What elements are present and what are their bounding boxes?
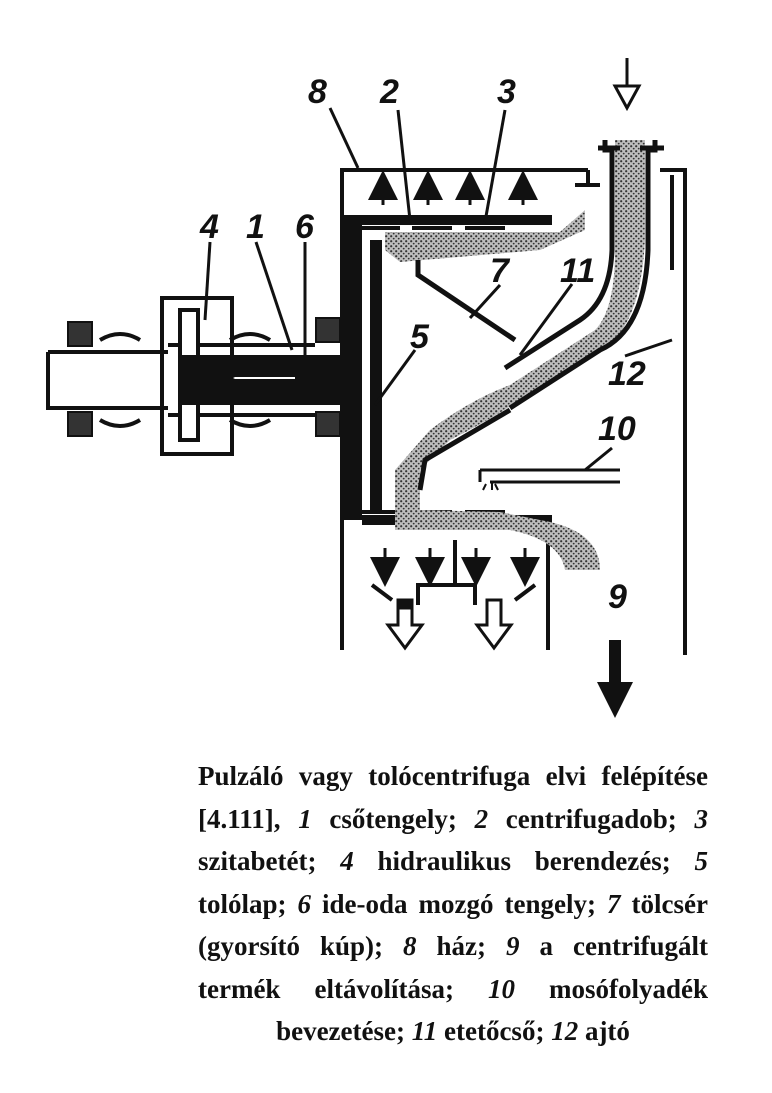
caption-items: 1 csőtengely; 2 centrifugadob; 3 szitabe… [198,804,708,1047]
funnel [415,260,517,491]
caption-text-8: ház; [416,931,507,961]
outlet-guides [370,540,537,605]
reciprocating-shaft [178,355,360,405]
label-12: 12 [608,355,646,393]
caption-num-1: 1 [298,803,312,834]
shaft-bearings [67,317,341,437]
figure-caption: Pulzáló vagy tolócentrifuga elvi felépít… [198,755,708,1053]
caption-text-5: tolólap; [198,888,298,919]
outlet-arrows [385,598,514,651]
caption-text-10: mosófolyadék bevezetése; [276,973,708,1047]
caption-num-5: 5 [694,846,709,876]
caption-text-2: centrifugadob; [488,803,695,834]
caption-num-12: 12 [551,1016,579,1046]
caption-num-10: 10 [487,973,515,1004]
caption-text-1: csőtengely; [311,803,475,834]
feed-inlet-arrow [612,58,642,112]
centrifuge-diagram: 8 2 3 4 1 6 7 11 5 12 10 9 [46,58,687,718]
diagram-labels: 8 2 3 4 1 6 7 11 5 12 10 9 [199,73,646,616]
caption-intro: Pulzáló vagy tolócentrifuga elvi felépít… [198,761,708,834]
label-5: 5 [410,318,430,356]
feed-pipe [503,140,664,411]
label-6: 6 [295,208,315,246]
label-1: 1 [246,208,265,246]
label-4: 4 [199,208,219,246]
leader-lines [203,107,673,472]
caption-text-4: hidraulikus berendezés; [353,846,695,876]
caption-text-7: tölcsér (gyorsító kúp); [198,888,708,962]
centrifuge-drum [342,215,552,525]
caption-text-12: ajtó [578,1016,630,1046]
caption-num-11: 11 [411,1016,438,1046]
flow-arrows-down [370,548,540,587]
caption-num-8: 8 [403,931,417,961]
caption-num-2: 2 [474,803,489,834]
label-9: 9 [608,578,627,616]
caption-text-9: a centrifugált termék eltávolítása; [198,931,708,1004]
caption-text-6: ide-oda mozgó tengely; [311,888,608,919]
product-flow [385,140,645,570]
label-7: 7 [490,252,511,290]
caption-num-6: 6 [297,888,312,919]
discharge-arrow [597,640,633,718]
label-2: 2 [379,73,399,111]
label-8: 8 [308,73,327,111]
flow-arrows-up [368,170,538,205]
label-11: 11 [560,252,595,290]
caption-num-4: 4 [340,846,354,876]
caption-num-7: 7 [607,888,621,919]
caption-num-9: 9 [506,931,520,961]
label-3: 3 [497,73,516,111]
label-10: 10 [598,410,636,448]
caption-text-3: szitabetét; [198,846,341,876]
caption-text-11: etetőcső; [437,1016,552,1046]
wash-inlet [478,468,620,491]
caption-num-3: 3 [694,803,709,834]
